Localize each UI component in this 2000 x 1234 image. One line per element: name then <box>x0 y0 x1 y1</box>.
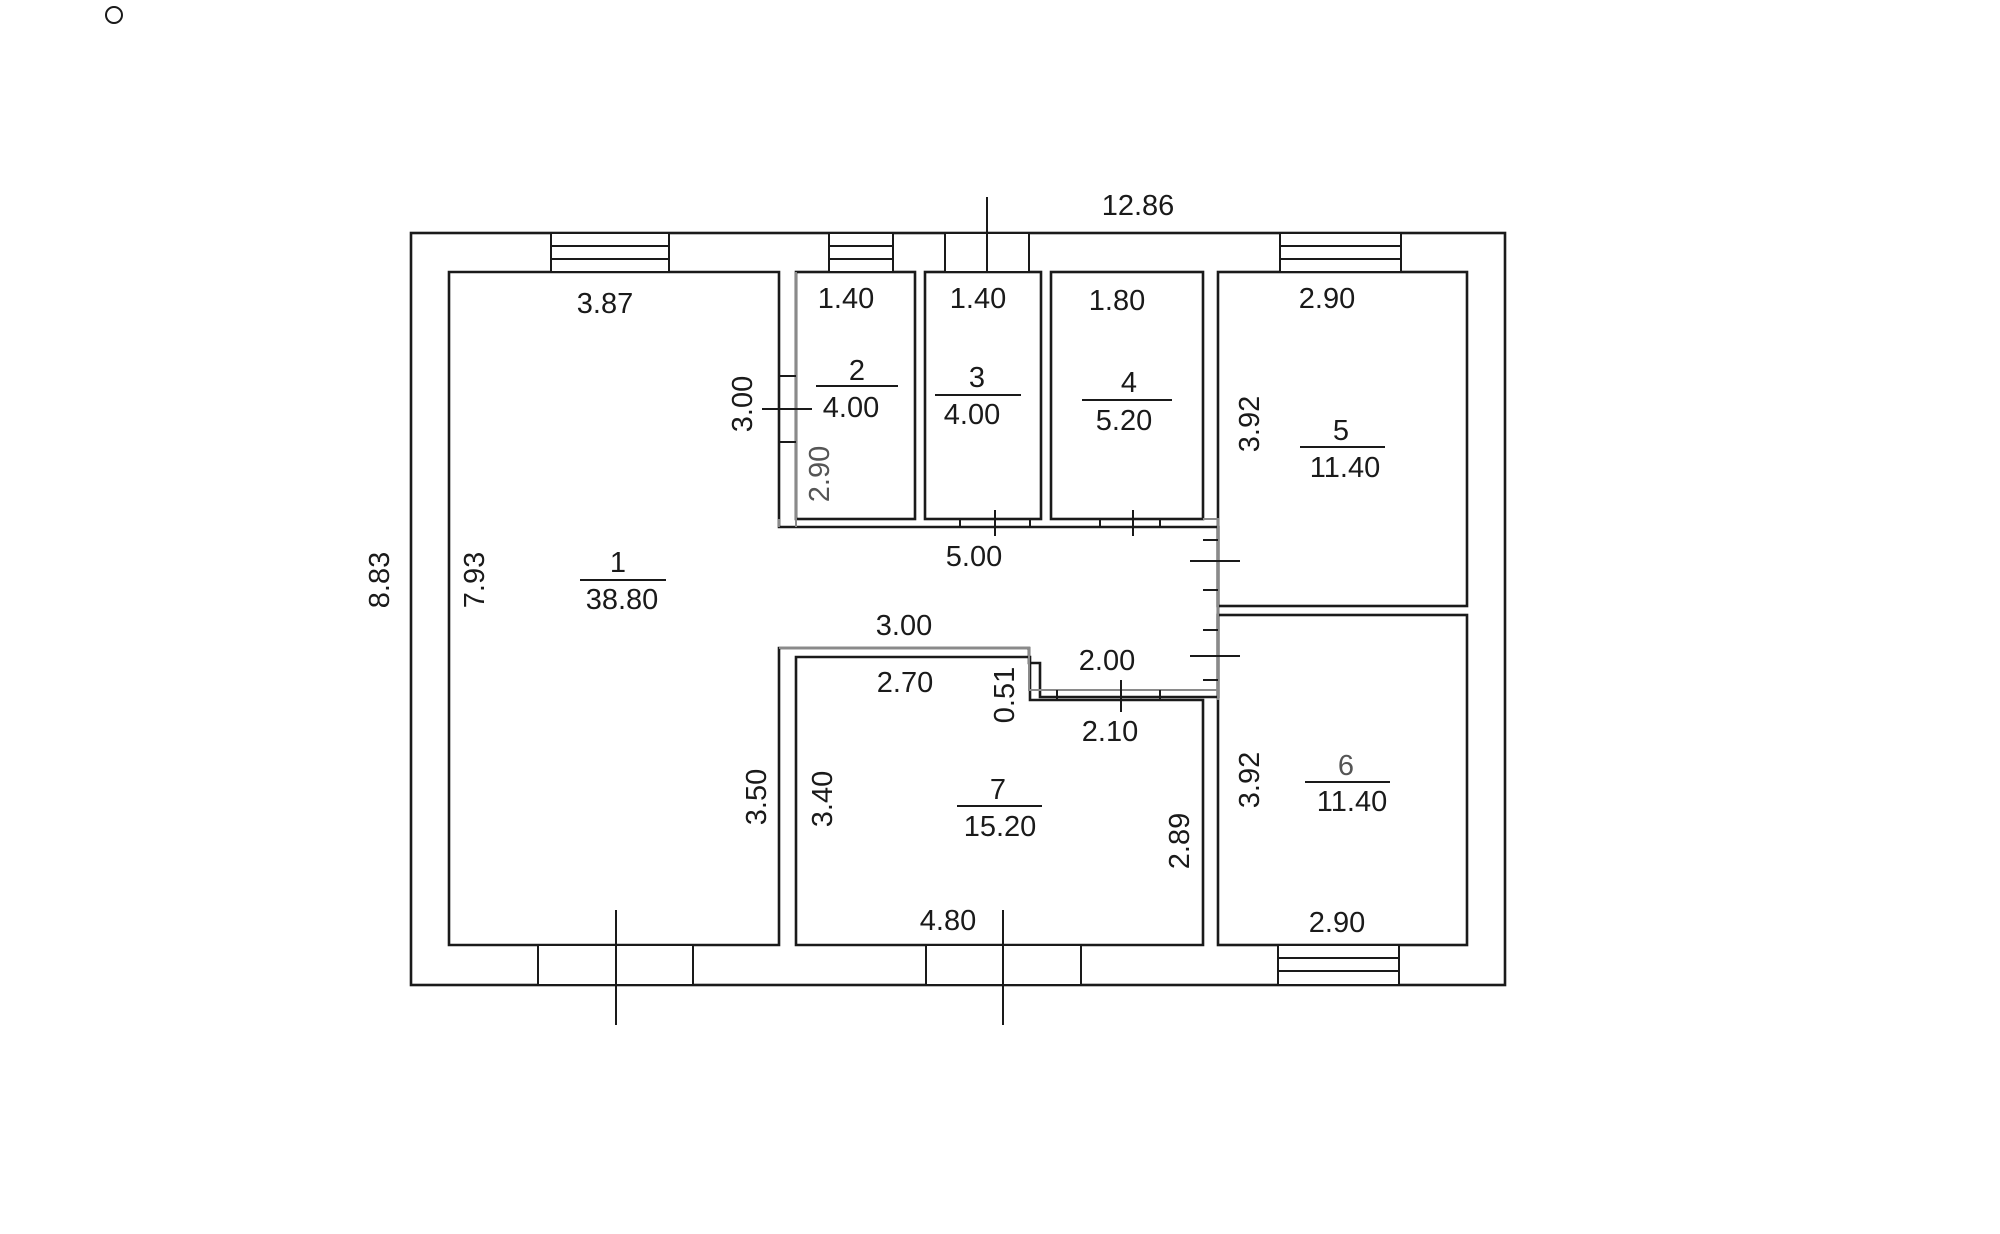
overall-height-label: 8.83 <box>364 552 396 608</box>
dim-r6-left: 3.92 <box>1234 752 1266 808</box>
corner-marker <box>105 6 123 24</box>
window-top-room2 <box>828 232 894 273</box>
room-5-number: 5 <box>1333 415 1349 447</box>
dim-r7-top: 2.70 <box>877 667 933 699</box>
room-4-number: 4 <box>1121 367 1137 399</box>
dim-r3-top: 1.40 <box>950 283 1006 315</box>
corridor-partition-lower <box>779 647 1218 691</box>
room-4-area: 5.20 <box>1096 405 1152 437</box>
dim-r7-bottom: 4.80 <box>920 905 976 937</box>
dim-corridor-top: 5.00 <box>946 541 1002 573</box>
room-2-area: 4.00 <box>823 392 879 424</box>
dim-r4-top: 1.80 <box>1089 285 1145 317</box>
door-top-room3 <box>944 197 1030 273</box>
room-5-area: 11.40 <box>1310 452 1380 484</box>
dim-corridor-right: 2.00 <box>1079 645 1135 677</box>
dim-r6-bottom: 2.90 <box>1309 907 1365 939</box>
outer-wall <box>409 231 1507 987</box>
interior-door-marks <box>762 375 1240 712</box>
corridor-partition-right <box>1203 518 1219 700</box>
dim-r1-top: 3.87 <box>577 288 633 320</box>
room-6-number: 6 <box>1338 750 1354 782</box>
room-3-area: 4.00 <box>944 399 1000 431</box>
room-4-outline <box>1049 270 1205 521</box>
room-6-area: 11.40 <box>1317 786 1387 818</box>
room-7-number: 7 <box>990 774 1006 806</box>
area-fraction-bars <box>580 385 1390 807</box>
dim-r5-left: 3.92 <box>1234 396 1266 452</box>
dim-r2-top: 1.40 <box>818 283 874 315</box>
corridor-partition-upper <box>778 272 797 527</box>
dim-r1-left: 7.93 <box>459 552 491 608</box>
door-bottom-room1 <box>537 910 694 1025</box>
dim-r7-left: 3.40 <box>807 771 839 827</box>
dim-r7-right: 2.89 <box>1164 813 1196 869</box>
door-bottom-room7 <box>925 910 1082 1025</box>
room-1-area: 38.80 <box>586 584 659 616</box>
room-3-number: 3 <box>969 362 985 394</box>
window-top-room1 <box>550 232 670 273</box>
room-1-number: 1 <box>610 547 626 579</box>
window-top-room5 <box>1279 232 1402 273</box>
dim-corridor-step: 0.51 <box>989 667 1021 723</box>
window-bottom-room6 <box>1277 944 1400 986</box>
room-1-outline <box>447 270 1220 947</box>
room-7-area: 15.20 <box>964 811 1037 843</box>
dim-r1-right-lower: 3.50 <box>741 769 773 825</box>
dim-corridor-lower: 2.10 <box>1082 716 1138 748</box>
room-2-number: 2 <box>849 355 865 387</box>
overall-width-label: 12.86 <box>1102 190 1175 222</box>
dim-r2-left: 2.90 <box>804 446 836 502</box>
dim-corridor-mid: 3.00 <box>876 610 932 642</box>
dim-r1-right-upper: 3.00 <box>727 376 759 432</box>
dim-r5-top: 2.90 <box>1299 283 1355 315</box>
